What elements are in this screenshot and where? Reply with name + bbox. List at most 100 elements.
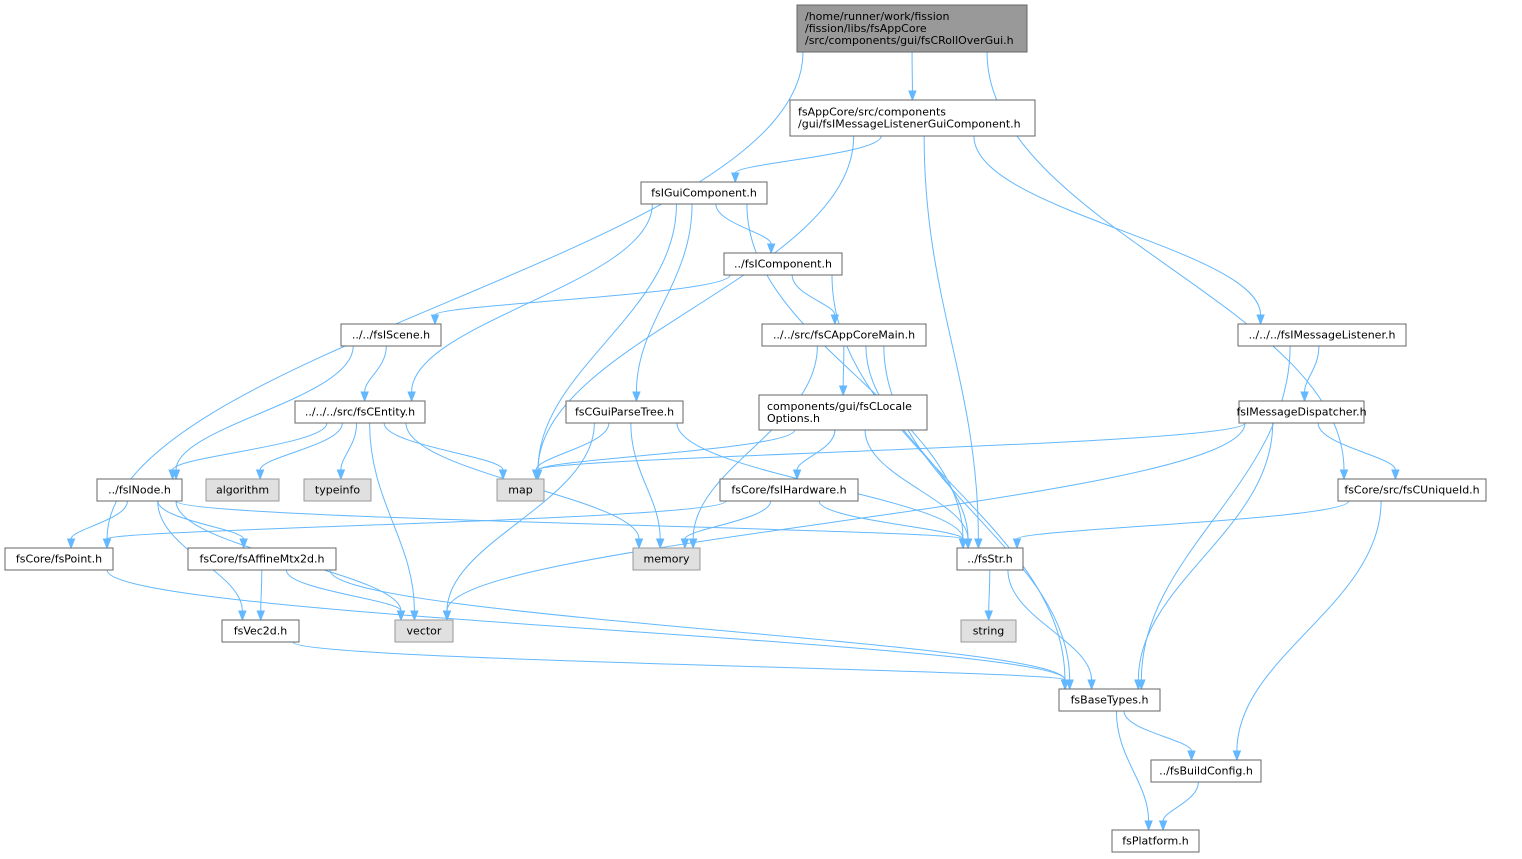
edge-root-to-point: [106, 51, 804, 540]
node-typeinfo-box: [303, 478, 372, 502]
node-affinemtx[interactable]: fsCore/fsAffineMtx2d.h: [187, 547, 337, 571]
arrowhead-imessagedispatcher-to-vector: [442, 610, 452, 622]
edge-clocaleoptions-to-ihardware: [796, 429, 836, 471]
node-iguicomponent-box: [640, 181, 768, 205]
node-centity-label-line: ../../../src/fsCEntity.h: [305, 406, 415, 419]
node-centity[interactable]: ../../../src/fsCEntity.h: [294, 400, 426, 424]
node-iguicomponent[interactable]: fsIGuiComponent.h: [640, 181, 768, 205]
edge-iguicomponent-to-icomponent: [715, 203, 772, 245]
node-root-label-line: /src/components/gui/fsCRollOverGui.h: [805, 34, 1014, 47]
arrowhead-cguiparsetree-to-memory: [655, 538, 665, 550]
node-msglistenergui[interactable]: fsAppCore/src/components/gui/fsIMessageL…: [789, 99, 1036, 137]
edge-centity-to-map: [383, 422, 504, 471]
arrowhead-icomponent-to-iscene: [430, 314, 440, 326]
node-imessagedispatcher[interactable]: fsIMessageDispatcher.h: [1236, 400, 1367, 424]
edge-imessagedispatcher-to-vector: [446, 422, 1246, 612]
edge-cappcoremain-to-str: [865, 345, 969, 540]
edge-buildconfig-to-platform: [1162, 781, 1199, 822]
node-point-box: [4, 547, 114, 571]
node-platform-label-line: fsPlatform.h: [1122, 835, 1188, 848]
node-string: string: [960, 619, 1017, 643]
node-vec2d[interactable]: fsVec2d.h: [221, 619, 300, 643]
edge-cguiparsetree-to-vector: [446, 422, 595, 612]
arrowhead-inode-to-affinemtx: [239, 538, 248, 550]
node-root-label-line: /home/runner/work/fission: [805, 10, 950, 23]
edge-point-to-basetypes: [106, 569, 1066, 681]
node-memory-box: [632, 547, 701, 571]
edge-cuniqueid-to-buildconfig: [1236, 500, 1382, 752]
node-algorithm-box: [205, 478, 280, 502]
node-msglistenergui-box: [789, 99, 1036, 137]
edge-ihardware-to-str: [818, 500, 964, 540]
arrowhead-root-to-cuniqueid: [1339, 469, 1349, 481]
edge-affinemtx-to-vec2d: [260, 569, 263, 612]
edge-cappcoremain-to-clocaleoptions: [842, 345, 845, 387]
node-clocaleoptions-box: [758, 394, 928, 431]
node-clocaleoptions-label-line: Options.h: [767, 412, 820, 425]
node-root-label-line: /fission/libs/fsAppCore: [805, 22, 927, 35]
node-affinemtx-box: [187, 547, 337, 571]
edge-msglistenergui-to-str: [923, 135, 979, 540]
node-imessagedispatcher-label-line: fsIMessageDispatcher.h: [1236, 406, 1366, 419]
edge-vec2d-to-basetypes: [292, 641, 1066, 681]
node-icomponent[interactable]: ../fsIComponent.h: [723, 252, 843, 276]
node-algorithm-label-line: algorithm: [216, 484, 269, 497]
node-centity-box: [294, 400, 426, 424]
node-imessagelistener[interactable]: ../../../fsIMessageListener.h: [1237, 323, 1407, 347]
node-icomponent-label-line: ../fsIComponent.h: [734, 258, 832, 271]
node-vector-box: [394, 619, 454, 643]
edge-msglistenergui-to-imessagelistener: [973, 135, 1262, 316]
edge-icomponent-to-cappcoremain: [791, 274, 836, 316]
edge-inode-to-str: [175, 500, 964, 540]
node-string-box: [960, 619, 1017, 643]
arrowhead-str-to-basetypes: [1087, 679, 1096, 691]
arrowhead-ihardware-to-str: [958, 538, 968, 550]
node-str[interactable]: ../fsStr.h: [956, 547, 1024, 571]
arrowhead-cuniqueid-to-buildconfig: [1232, 750, 1242, 762]
node-cuniqueid-label-line: fsCore/src/fsCUniqueId.h: [1344, 484, 1479, 497]
node-typeinfo-label-line: typeinfo: [315, 484, 360, 497]
node-iscene[interactable]: ../../fsIScene.h: [340, 323, 442, 347]
node-map-box: [496, 478, 545, 502]
node-basetypes[interactable]: fsBaseTypes.h: [1058, 688, 1161, 712]
node-buildconfig[interactable]: ../fsBuildConfig.h: [1150, 759, 1262, 783]
arrowhead-inode-to-point: [66, 538, 76, 550]
node-platform-box: [1111, 829, 1200, 853]
arrowhead-msglistenergui-to-imessagelistener: [1256, 314, 1265, 326]
arrowhead-cappcoremain-to-memory: [688, 538, 698, 550]
edge-centity-to-typeinfo: [340, 422, 358, 471]
edge-inode-to-affinemtx: [157, 500, 245, 540]
node-inode[interactable]: ../fsINode.h: [96, 478, 183, 502]
arrowhead-affinemtx-to-vec2d: [256, 610, 265, 622]
node-platform[interactable]: fsPlatform.h: [1111, 829, 1200, 853]
arrowhead-cuniqueid-to-str: [1012, 538, 1022, 550]
node-vector-label-line: vector: [407, 625, 442, 638]
node-cappcoremain[interactable]: ../../src/fsCAppCoreMain.h: [761, 323, 927, 347]
arrowhead-str-to-string: [984, 610, 993, 622]
arrowhead-clocaleoptions-to-str: [963, 538, 973, 550]
edge-imessagedispatcher-to-basetypes: [1137, 422, 1274, 681]
arrowhead-basetypes-to-platform: [1144, 820, 1153, 832]
edge-inode-to-point: [70, 500, 128, 540]
node-root[interactable]: /home/runner/work/fission/fission/libs/f…: [796, 4, 1028, 53]
arrowhead-msglistenergui-to-iguicomponent: [731, 172, 740, 184]
node-point[interactable]: fsCore/fsPoint.h: [4, 547, 114, 571]
node-cuniqueid[interactable]: fsCore/src/fsCUniqueId.h: [1337, 478, 1487, 502]
edge-centity-to-inode: [172, 422, 328, 471]
arrowhead-centity-to-typeinfo: [336, 469, 346, 481]
edge-iguicomponent-to-cguiparsetree: [635, 203, 693, 393]
edge-cuniqueid-to-str: [1016, 500, 1350, 540]
node-memory: memory: [632, 547, 701, 571]
node-cguiparsetree[interactable]: fsCGuiParseTree.h: [565, 400, 684, 424]
node-ihardware[interactable]: fsCore/fsIHardware.h: [719, 478, 859, 502]
edge-ihardware-to-memory: [684, 500, 772, 540]
arrowhead-msglistenergui-to-str: [974, 538, 983, 550]
node-affinemtx-label-line: fsCore/fsAffineMtx2d.h: [199, 553, 324, 566]
arrowhead-imessagedispatcher-to-map: [533, 469, 543, 481]
arrowhead-imessagelistener-to-imessagedispatcher: [1300, 391, 1309, 403]
node-icomponent-box: [723, 252, 843, 276]
node-ihardware-label-line: fsCore/fsIHardware.h: [731, 484, 846, 497]
node-string-label-line: string: [973, 625, 1005, 638]
